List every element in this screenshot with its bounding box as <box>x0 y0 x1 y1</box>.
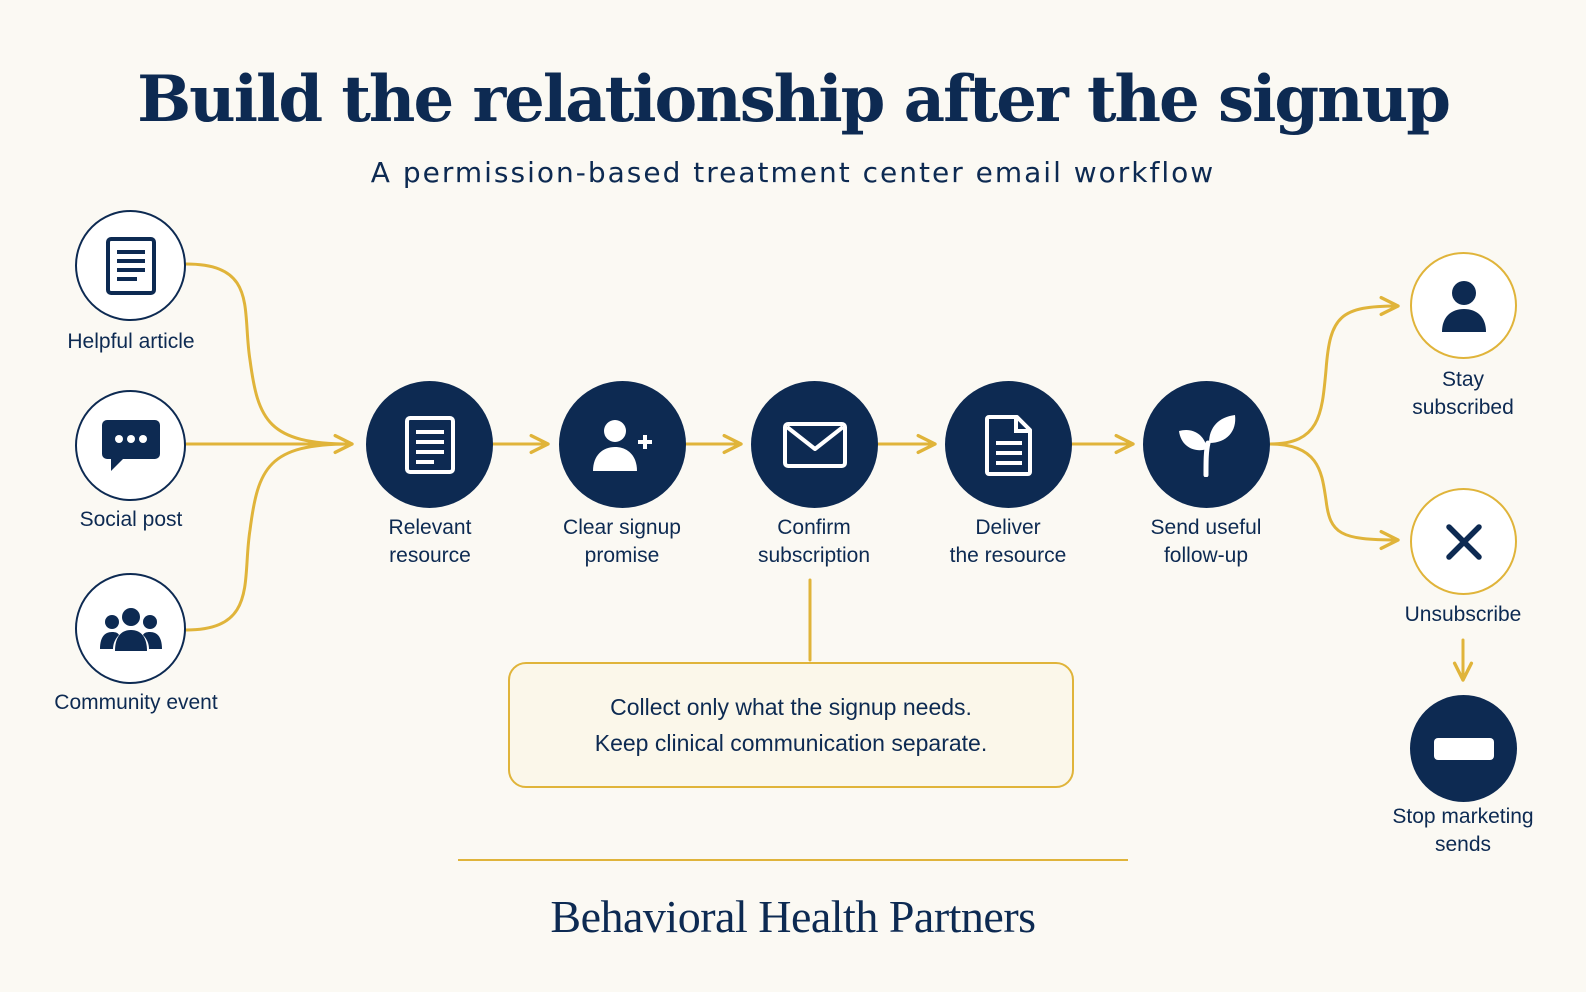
outcome-stop-label: Stop marketing sends <box>1392 805 1534 856</box>
step-relevant-resource-label: Relevant resource <box>388 516 472 567</box>
sprout-icon <box>1178 414 1235 477</box>
step-follow-up-label: Send useful follow-up <box>1150 516 1262 567</box>
privacy-callout: Collect only what the signup needs. Keep… <box>508 662 1074 788</box>
chat-bubble-icon <box>101 419 160 471</box>
outcome-stay-label: Stay subscribed <box>1412 368 1514 419</box>
page-subtitle: A permission-based treatment center emai… <box>370 156 1216 189</box>
source-event-label: Community event <box>54 691 218 714</box>
callout-line-2: Keep clinical communication separate. <box>594 730 988 756</box>
file-icon <box>984 414 1032 476</box>
document-icon <box>404 415 455 474</box>
step-deliver-resource-label: Deliver the resource <box>949 516 1067 567</box>
connector-to-unsubscribe <box>1268 442 1400 551</box>
group-icon <box>99 607 162 651</box>
outcome-stay-node <box>1410 252 1517 359</box>
article-icon <box>105 236 156 295</box>
step-confirm-subscription-label: Confirm subscription <box>757 516 871 567</box>
outcome-unsubscribe-node <box>1410 488 1517 595</box>
minus-icon <box>1433 737 1494 760</box>
connector-article <box>184 262 352 446</box>
step-follow-up-node <box>1143 381 1270 508</box>
connector-to-stay <box>1268 295 1400 446</box>
outcome-unsubscribe-label: Unsubscribe <box>1404 603 1522 626</box>
source-event-node <box>75 573 186 684</box>
step-deliver-resource-node <box>945 381 1072 508</box>
source-social-label: Social post <box>79 508 183 531</box>
add-user-icon <box>592 419 652 471</box>
source-article-label: Helpful article <box>67 330 195 353</box>
footer-divider <box>458 859 1128 861</box>
step-confirm-subscription-node <box>751 381 878 508</box>
page-title: Build the relationship after the signup <box>137 62 1451 137</box>
person-icon <box>1441 280 1486 332</box>
step-relevant-resource-node <box>366 381 493 508</box>
outcome-stop-node <box>1410 695 1517 802</box>
source-social-node <box>75 390 186 501</box>
step-signup-promise-label: Clear signup promise <box>563 516 681 567</box>
step-signup-promise-node <box>559 381 686 508</box>
footer-brand: Behavioral Health Partners <box>550 891 1036 942</box>
callout-line-1: Collect only what the signup needs. <box>610 694 972 720</box>
x-icon <box>1445 523 1482 560</box>
source-article-node <box>75 210 186 321</box>
connector-event <box>184 442 352 632</box>
envelope-icon <box>782 421 847 468</box>
